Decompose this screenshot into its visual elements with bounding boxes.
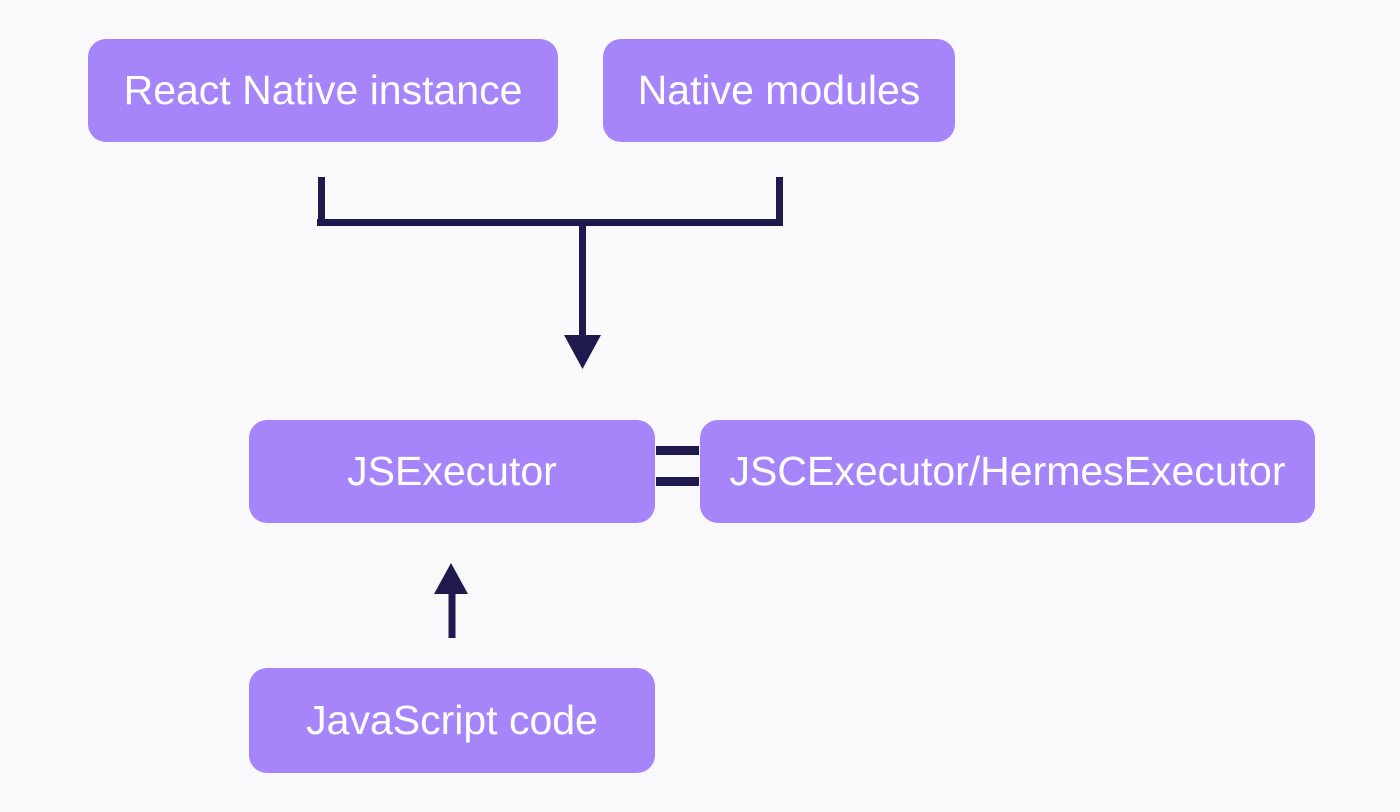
node-js-executor: JSExecutor [249, 420, 655, 523]
arrow-up-icon [434, 563, 468, 594]
arrow-up-connector [434, 563, 468, 638]
node-native-modules: Native modules [603, 39, 955, 142]
node-javascript-code: JavaScript code [249, 668, 655, 773]
bracket-stem-line [579, 226, 586, 336]
bracket-horizontal-line [317, 219, 783, 226]
node-react-native-instance: React Native instance [88, 39, 558, 142]
equals-bottom-bar [656, 477, 699, 486]
bracket-right-tick [776, 177, 783, 226]
merge-bracket-connector [317, 177, 783, 369]
arrow-down-icon [564, 335, 601, 369]
bracket-left-tick [318, 177, 325, 226]
equals-top-bar [656, 446, 699, 455]
arrow-up-shaft [448, 591, 456, 638]
equals-connector [656, 446, 699, 486]
node-jsc-hermes-executor: JSCExecutor/HermesExecutor [700, 420, 1315, 523]
